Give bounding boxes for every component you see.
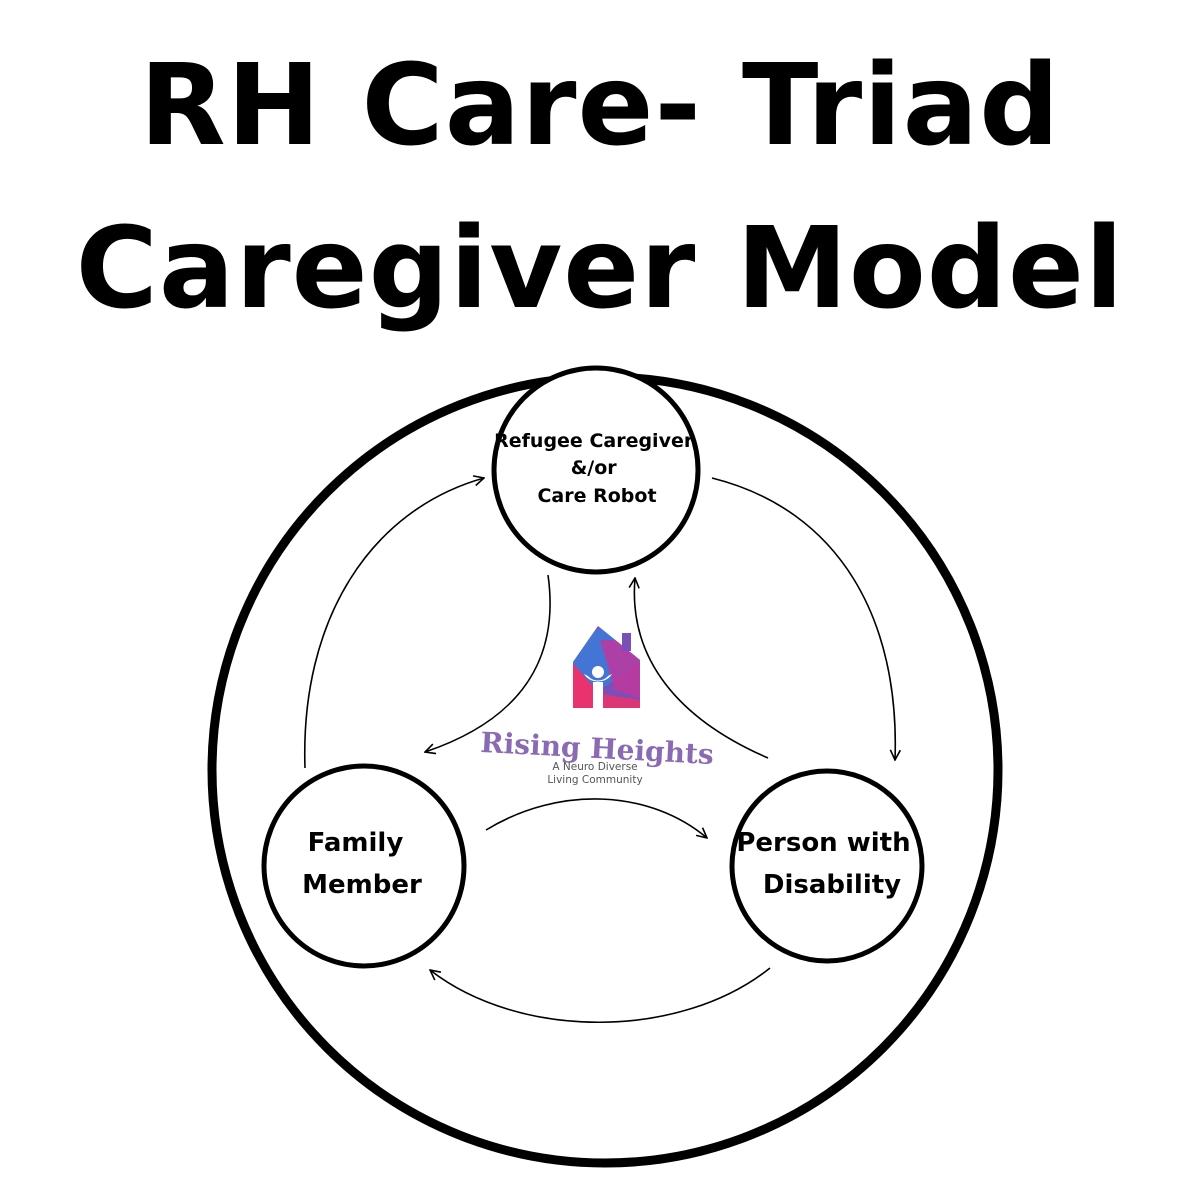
arrow-right-to-left bbox=[430, 967, 771, 1024]
arrow-top-to-right bbox=[711, 477, 895, 760]
title-line-2: Caregiver Model bbox=[75, 204, 1125, 334]
node-top-label: Refugee Caregiver &/or Care Robot bbox=[494, 430, 700, 507]
node-right-line-2: Disability bbox=[763, 870, 901, 900]
person-figure-icon bbox=[584, 666, 612, 708]
node-left-label: Family Member bbox=[302, 828, 422, 900]
arrow-left-to-top bbox=[304, 478, 484, 769]
node-right-line-1: Person with bbox=[736, 828, 910, 858]
node-left-line-1: Family bbox=[308, 828, 404, 858]
node-top-line-2: &/or bbox=[571, 457, 618, 479]
node-top-line-1: Refugee Caregiver bbox=[494, 430, 694, 452]
logo-tagline-1: A Neuro Diverse bbox=[552, 761, 637, 773]
node-top-line-3: Care Robot bbox=[537, 485, 656, 507]
arrow-right-to-top-inner bbox=[634, 578, 769, 759]
arrow-left-to-right-inner bbox=[485, 798, 707, 838]
node-left-circle bbox=[261, 763, 467, 969]
node-right-label: Person with Disability bbox=[736, 828, 919, 900]
rising-heights-logo: Rising Heights A Neuro Diverse Living Co… bbox=[480, 626, 715, 786]
node-left-line-2: Member bbox=[302, 870, 422, 900]
node-right-circle bbox=[729, 768, 925, 964]
house-logo-icon bbox=[573, 626, 640, 708]
node-top-circle bbox=[491, 365, 701, 575]
title-line-1: RH Care- Triad bbox=[139, 41, 1061, 171]
house-chimney bbox=[622, 633, 631, 651]
arrow-top-to-left-inner bbox=[425, 574, 551, 752]
logo-tagline-2: Living Community bbox=[547, 774, 642, 786]
